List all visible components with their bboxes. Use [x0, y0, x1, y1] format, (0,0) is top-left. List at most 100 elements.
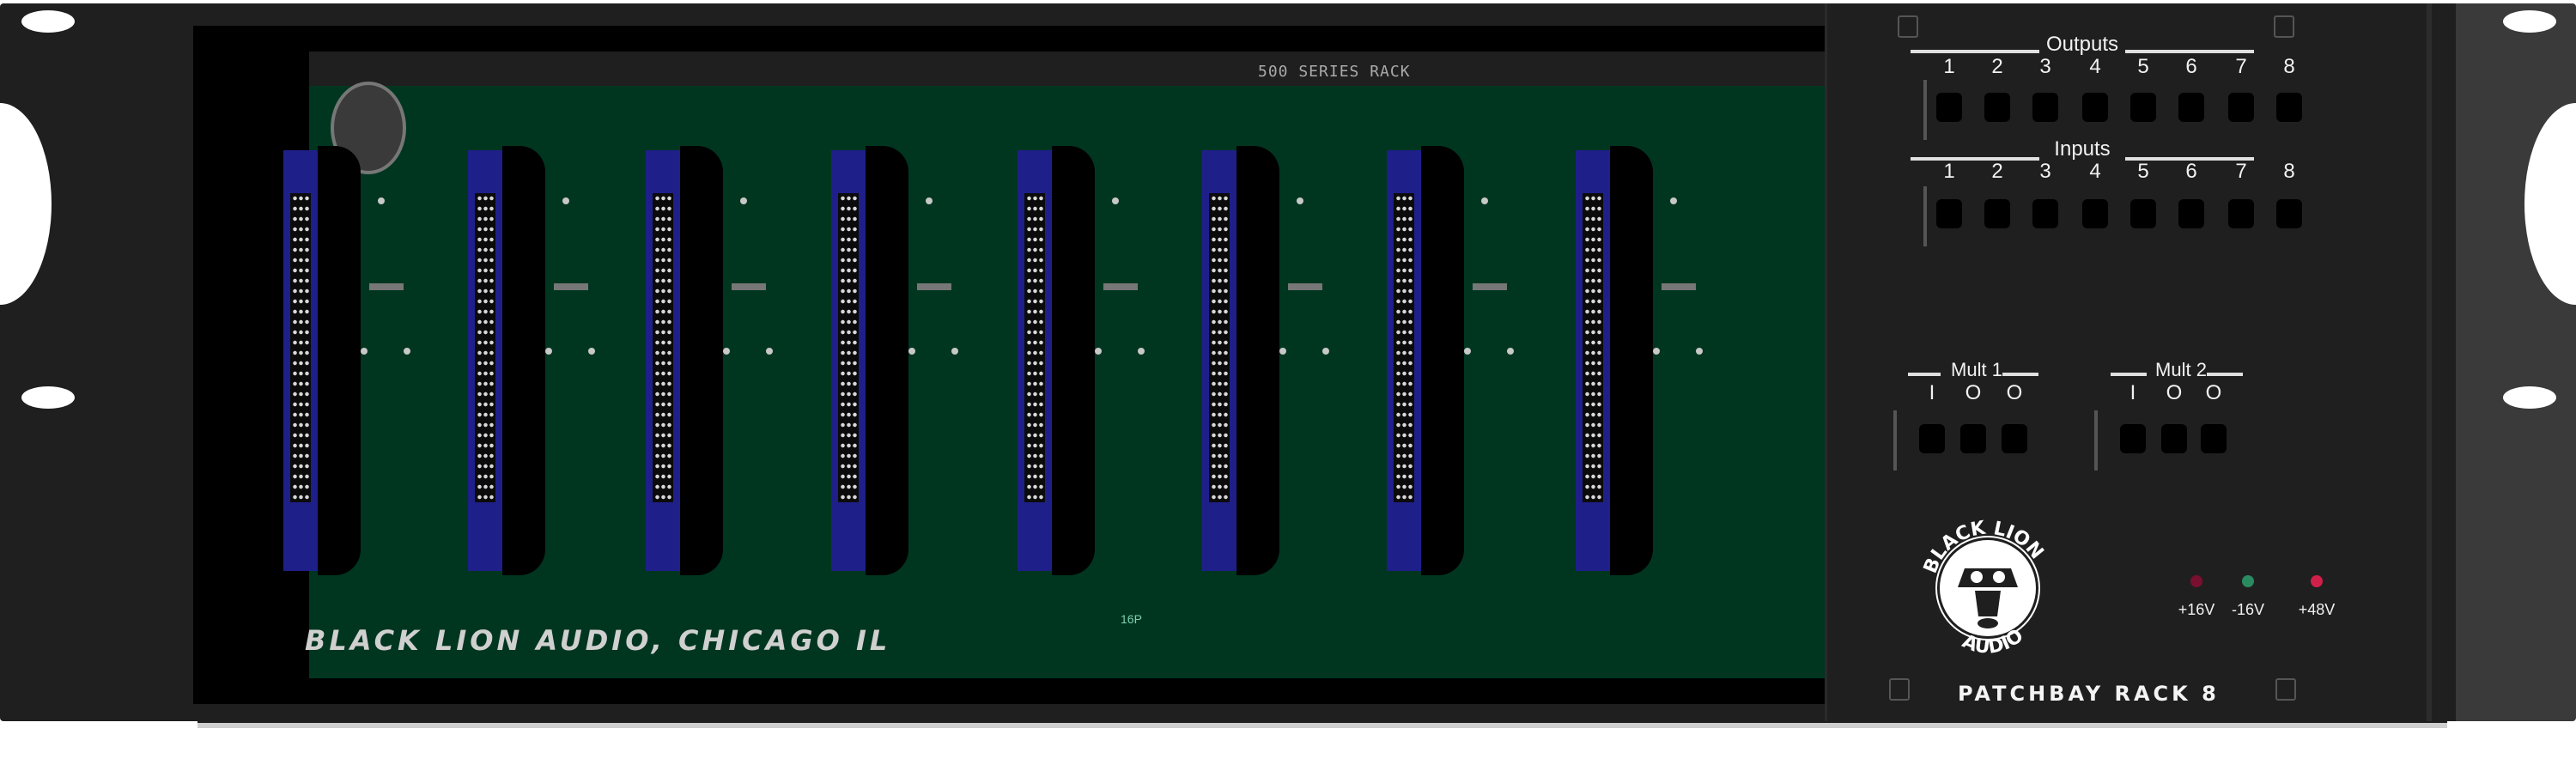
mult1-jack-3[interactable] — [2002, 424, 2027, 453]
mult1-jack-1[interactable] — [1919, 424, 1945, 453]
inputs-channel-number: 3 — [2039, 160, 2051, 183]
model-name: PATCHBAY RACK 8 — [1958, 682, 2220, 706]
edge-connector — [653, 193, 673, 502]
outputs-rule-right — [2125, 50, 2254, 53]
pcb-component — [951, 348, 958, 355]
inputs-jack-5[interactable] — [2130, 199, 2156, 228]
slot-shadow — [318, 146, 361, 575]
outputs-channel-number: 7 — [2235, 55, 2247, 78]
jack-row-bracket — [2094, 410, 2098, 470]
outputs-jack-4[interactable] — [2082, 93, 2108, 122]
mult2-jack-label: O — [2205, 381, 2222, 404]
slot-shadow — [680, 146, 723, 575]
inputs-jack-4[interactable] — [2082, 199, 2108, 228]
jack-row-bracket — [1923, 80, 1927, 140]
inputs-jack-2[interactable] — [1984, 199, 2010, 228]
inputs-rule-left — [1911, 157, 2039, 161]
outputs-channel-number: 3 — [2039, 55, 2051, 78]
edge-connector — [290, 193, 311, 502]
jack-row-bracket — [1923, 186, 1927, 246]
module-slot-connector[interactable] — [1387, 150, 1421, 571]
module-slot-connector[interactable] — [831, 150, 866, 571]
inputs-jack-1[interactable] — [1936, 199, 1962, 228]
pcb-component — [1473, 283, 1507, 290]
outputs-jack-1[interactable] — [1936, 93, 1962, 122]
outputs-jack-2[interactable] — [1984, 93, 2010, 122]
mult2-rule-left — [2111, 373, 2147, 376]
edge-connector — [1583, 193, 1603, 502]
power-led-3 — [2311, 575, 2323, 587]
mult2-jack-1[interactable] — [2120, 424, 2146, 453]
outputs-jack-3[interactable] — [2032, 93, 2058, 122]
connector-pins — [292, 193, 309, 502]
pcb-component — [1103, 283, 1138, 290]
pcb-component — [732, 283, 766, 290]
black-lion-logo-icon: BLACK LION AUDIO — [1920, 518, 2048, 659]
pcb-component — [378, 197, 385, 204]
connector-pins — [1026, 193, 1043, 502]
connector-pins — [1211, 193, 1228, 502]
left-mount-hole-top — [21, 10, 75, 33]
inputs-jack-6[interactable] — [2178, 199, 2204, 228]
slot-shadow — [866, 146, 908, 575]
pcb-component — [562, 197, 569, 204]
inputs-channel-number: 1 — [1943, 160, 1955, 183]
pcb-component — [1112, 197, 1119, 204]
slot-shadow — [1421, 146, 1464, 575]
edge-connector — [838, 193, 859, 502]
connector-pins — [1395, 193, 1413, 502]
outputs-jack-7[interactable] — [2228, 93, 2254, 122]
slot-shadow — [1236, 146, 1279, 575]
mult2-rule-right — [2207, 373, 2243, 376]
pcb-component — [908, 348, 915, 355]
module-slot-connector[interactable] — [1202, 150, 1236, 571]
inputs-jack-8[interactable] — [2276, 199, 2302, 228]
slot-shadow — [1610, 146, 1653, 575]
pcb-component — [361, 348, 368, 355]
pcb-component — [917, 283, 951, 290]
mult2-jack-3[interactable] — [2201, 424, 2227, 453]
module-slot-connector[interactable] — [1576, 150, 1610, 571]
pcb-component — [1662, 283, 1696, 290]
panel-separator — [2427, 3, 2432, 721]
mult1-jack-label: O — [2006, 381, 2023, 404]
pcb-component — [404, 348, 410, 355]
edge-connector — [475, 193, 495, 502]
edge-connector — [1394, 193, 1414, 502]
mult1-rule-left — [1908, 373, 1941, 376]
connector-pins — [477, 193, 494, 502]
power-led-2 — [2242, 575, 2254, 587]
outputs-jack-6[interactable] — [2178, 93, 2204, 122]
module-slot-connector[interactable] — [646, 150, 680, 571]
inputs-channel-number: 4 — [2089, 160, 2101, 183]
pcb-component — [554, 283, 588, 290]
pcb-component — [1696, 348, 1703, 355]
module-slot-connector[interactable] — [283, 150, 318, 571]
pcb-component — [766, 348, 773, 355]
outputs-rule-left — [1911, 50, 2039, 53]
brand-silkscreen: BLACK LION AUDIO, CHICAGO IL — [305, 624, 891, 657]
module-slot-connector[interactable] — [1018, 150, 1052, 571]
slot-shadow — [1052, 146, 1095, 575]
module-slot-connector[interactable] — [468, 150, 502, 571]
pcb-component — [1095, 348, 1102, 355]
panel-screw-icon — [2275, 678, 2296, 701]
outputs-jack-5[interactable] — [2130, 93, 2156, 122]
mult1-jack-2[interactable] — [1960, 424, 1986, 453]
pcb-component — [1670, 197, 1677, 204]
inputs-jack-7[interactable] — [2228, 199, 2254, 228]
mult2-jack-2[interactable] — [2161, 424, 2187, 453]
inputs-jack-3[interactable] — [2032, 199, 2058, 228]
panel-screw-icon — [2274, 15, 2294, 38]
connector-pins — [1584, 193, 1601, 502]
edge-connector — [1209, 193, 1230, 502]
outputs-channel-number: 5 — [2137, 55, 2149, 78]
mult1-label: Mult 1 — [1951, 359, 2002, 380]
pcb-title: 500 SERIES RACK — [1258, 63, 1411, 81]
outputs-jack-8[interactable] — [2276, 93, 2302, 122]
inputs-channel-number: 6 — [2185, 160, 2197, 183]
inputs-channel-number: 2 — [1991, 160, 2003, 183]
inputs-channel-number: 7 — [2235, 160, 2247, 183]
pcb-component — [545, 348, 552, 355]
pcb-component — [1279, 348, 1286, 355]
